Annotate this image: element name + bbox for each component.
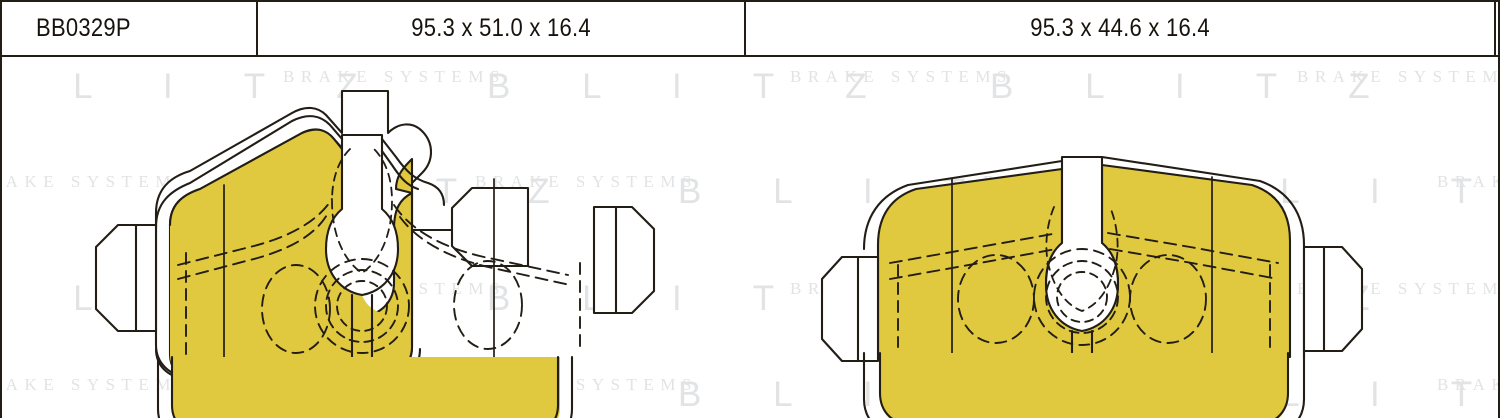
right-chamfer-upper-1: [889, 232, 1059, 264]
left-shoulder-curve: [168, 128, 344, 227]
left-pad-drawing: [60, 57, 700, 418]
sensor-circle-middle: [325, 269, 399, 343]
right-chamfer-dash-1: [393, 204, 569, 276]
right-chamfer-upper-2: [889, 248, 1057, 280]
right-pocket-oval: [453, 260, 523, 350]
left-friction-body: [170, 129, 390, 377]
right-sensor-circle-middle: [1045, 260, 1119, 334]
right-lower-outline: [878, 351, 1290, 418]
frame-right-border: [1498, 0, 1500, 418]
left-center-notch: [324, 133, 400, 297]
right-sensor-circle-inner: [1056, 271, 1108, 323]
part-number-text: BB0329P: [36, 14, 131, 42]
right-plate-top-contour: [380, 137, 446, 207]
left-plate-top-contour: [154, 115, 344, 229]
frame-left-border: [0, 0, 2, 418]
right-slot-inner-dash: [1045, 206, 1119, 312]
right-pad-left-ear: [820, 255, 880, 363]
left-chamfer-dash-1: [177, 198, 333, 266]
header-cell-dimension-front: 95.3 x 51.0 x 16.4: [258, 2, 746, 55]
right-pad-drawing: [800, 57, 1490, 418]
right-ear-tab: [592, 205, 656, 315]
spec-header-row: BB0329P 95.3 x 51.0 x 16.4 95.3 x 44.6 x…: [0, 0, 1500, 57]
dimension-rear-text: 95.3 x 44.6 x 16.4: [1030, 14, 1210, 42]
left-pocket-oval: [261, 264, 331, 354]
left-pad-svg: [94, 89, 656, 418]
left-chamfer-dash-2: [177, 212, 329, 280]
right-chamfer-upper-4: [1109, 248, 1279, 280]
right-chamfer-upper-3: [1107, 232, 1279, 264]
left-center-notch-inner-dash: [331, 148, 393, 274]
left-lower-yellow: [172, 357, 560, 418]
right-lower-yellow: [880, 353, 1288, 418]
left-ear-tab: [94, 223, 158, 333]
right-chamfer-dash-2: [399, 216, 571, 286]
dimension-front-text: 95.3 x 51.0 x 16.4: [411, 14, 591, 42]
right-pad-right-ear: [1302, 245, 1364, 353]
right-backing-plate-top: [862, 159, 1064, 251]
sensor-circle-inner: [336, 280, 388, 332]
right-pad-svg: [820, 155, 1364, 418]
right-backing-plate-top2: [1100, 155, 1306, 359]
right-lower-plate-outline: [862, 351, 1306, 418]
left-lower-outline: [170, 355, 560, 418]
sensor-circle-outer: [314, 258, 410, 354]
header-cell-dimension-rear: 95.3 x 44.6 x 16.4: [746, 2, 1496, 55]
right-shoulder-curve: [380, 149, 420, 191]
right-sensor-circle-outer: [1033, 248, 1131, 346]
right-pocket-oval-left: [957, 254, 1035, 344]
header-cell-part-number: BB0329P: [0, 2, 258, 55]
